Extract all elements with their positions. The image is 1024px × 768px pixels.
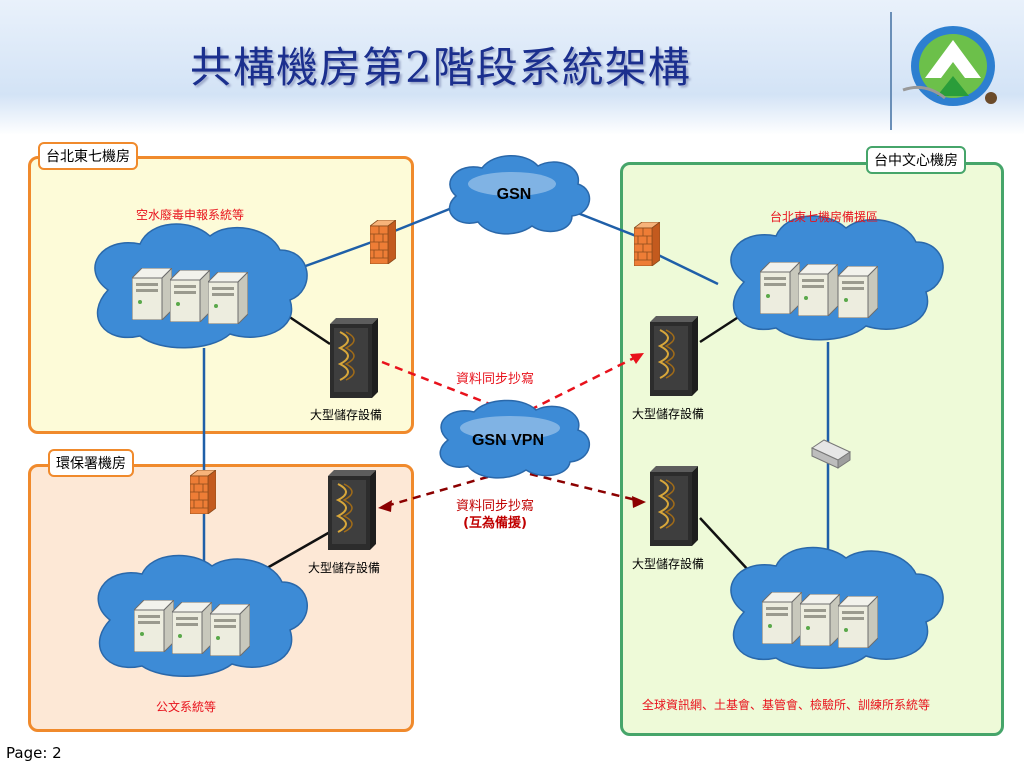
label-taichung-systems: 全球資訊網、土基會、基管會、檢驗所、訓練所系統等 <box>642 698 931 712</box>
sync-red-arrowhead <box>630 353 644 364</box>
sync-arrows <box>378 353 646 512</box>
label-sync-write: 資料同步抄寫 <box>456 372 535 387</box>
link-gsn-firewall-right <box>569 208 637 238</box>
storage-tower-icon <box>650 466 698 546</box>
label-official-docs: 公文系統等 <box>156 700 217 714</box>
sync-dark-arrowhead-left <box>378 500 392 512</box>
sync-dark-left <box>385 472 499 508</box>
label-taipei-systems: 空水廢毒申報系統等 <box>136 208 245 222</box>
label-sync-write-backup: 資料同步抄寫 (互為備援) <box>456 498 534 532</box>
sync-dark-right <box>529 472 637 502</box>
label-storage-epa: 大型儲存設備 <box>308 561 381 575</box>
sync-dark-arrowhead-right <box>632 496 646 508</box>
logo-icon <box>902 26 997 106</box>
link-firewall-gsn <box>391 206 453 234</box>
cloud-epa <box>97 554 308 677</box>
firewall-icon <box>370 220 396 264</box>
storage-tower-icon <box>328 470 376 550</box>
sync-red-left <box>381 360 501 410</box>
link-firewall-right-backup <box>651 250 719 286</box>
gsn-vpn-cloud-label: GSN VPN <box>472 432 544 449</box>
label-backup-area: 台北東七機房備援區 <box>770 210 879 224</box>
storage-tower-icon <box>650 316 698 396</box>
firewall-icon <box>634 222 660 266</box>
network-links <box>202 206 830 580</box>
region-tag-taipei: 台北東七機房 <box>38 142 138 170</box>
label-sync-write-backup-line2: (互為備援) <box>463 516 527 531</box>
region-tag-epa: 環保署機房 <box>48 449 134 477</box>
cloud-taichung <box>730 546 944 669</box>
cloud-backup <box>730 215 944 341</box>
gsn-cloud-label: GSN <box>497 186 532 203</box>
label-storage-backup: 大型儲存設備 <box>632 407 705 421</box>
label-storage-taipei: 大型儲存設備 <box>310 408 383 422</box>
firewall-icon <box>190 470 216 514</box>
cloud-taipei <box>94 223 308 349</box>
region-tag-taichung: 台中文心機房 <box>866 146 966 174</box>
page-number: Page: 2 <box>6 744 62 762</box>
switch-icon <box>810 439 852 469</box>
page-title: 共構機房第2階段系統架構 <box>190 43 691 92</box>
cloud-gsn <box>448 155 591 235</box>
sync-red-right <box>529 354 639 412</box>
title-divider <box>890 12 892 130</box>
link-taipei-firewall <box>299 240 373 270</box>
label-sync-write-backup-line1: 資料同步抄寫 <box>456 499 535 514</box>
storage-tower-icon <box>330 318 378 398</box>
header-background <box>0 0 1024 135</box>
label-storage-taichung: 大型儲存設備 <box>632 557 705 571</box>
cloud-gsn-vpn <box>439 399 591 479</box>
